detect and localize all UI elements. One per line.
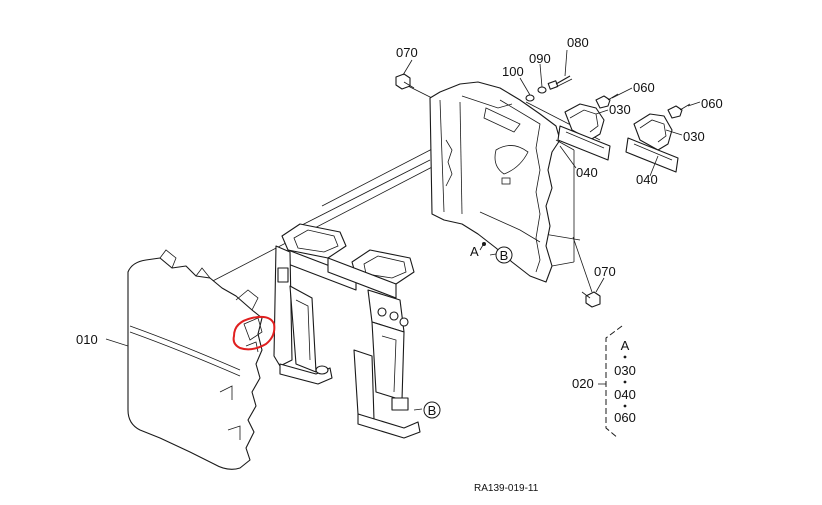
label-030-a: 030 (609, 102, 631, 117)
bracket-cover-right (625, 113, 679, 173)
ref-b-lower: B (423, 401, 441, 419)
drawing-code: RA139-019-11 (474, 483, 539, 494)
bolt-060-a (595, 93, 619, 109)
label-040-a: 040 (576, 165, 598, 180)
label-040-b: 040 (636, 172, 658, 187)
bracket-cover-left (557, 103, 611, 161)
highlight-circle (232, 315, 276, 351)
leader-lines (105, 49, 701, 411)
label-020: 020 (572, 376, 594, 391)
washer-090 (537, 86, 547, 94)
ref-a-point: A (470, 244, 479, 259)
svg-text:B: B (428, 403, 437, 418)
label-060-a: 060 (633, 80, 655, 95)
ref-b-upper: B (495, 246, 513, 264)
group-item-040: 040 (614, 387, 636, 402)
label-030-b: 030 (683, 129, 705, 144)
bolt-070-top (395, 73, 415, 90)
fasteners (395, 73, 691, 308)
front-panel-010 (127, 249, 263, 470)
group-item-a: A (621, 338, 630, 353)
group-item-060: 060 (614, 410, 636, 425)
bolt-070-bottom (581, 291, 601, 308)
bolt-080 (547, 75, 573, 90)
label-010: 010 (76, 332, 98, 347)
svg-text:B: B (500, 248, 509, 263)
callout-labels: 010 070 100 090 080 060 060 030 030 040 … (76, 35, 723, 347)
label-090: 090 (529, 51, 551, 66)
label-100: 100 (502, 64, 524, 79)
support-frame (273, 223, 421, 439)
label-070-top: 070 (396, 45, 418, 60)
group-020: 020 A 030 040 060 (572, 325, 636, 439)
rear-panel (429, 81, 575, 283)
bolt-060-b (667, 103, 691, 119)
label-060-b: 060 (701, 96, 723, 111)
label-070-bottom: 070 (594, 264, 616, 279)
washer-100 (525, 94, 535, 102)
label-080: 080 (567, 35, 589, 50)
group-item-030: 030 (614, 363, 636, 378)
